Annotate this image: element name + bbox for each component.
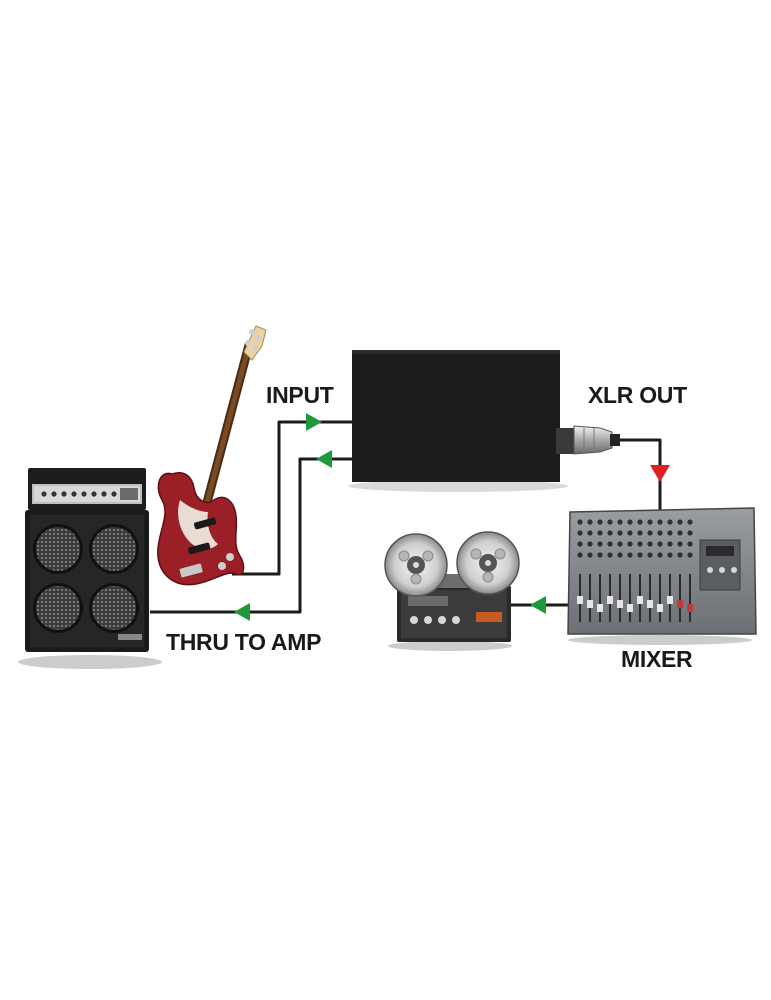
- reel-to-reel-recorder-icon: [384, 531, 520, 651]
- bass-amp-stack-icon: [18, 468, 162, 669]
- mixer-faders: [577, 574, 693, 622]
- mixer-to-recorder-arrow-icon: [530, 596, 546, 614]
- mixer-console-icon: [567, 507, 757, 645]
- bass-guitar-icon: [157, 325, 267, 586]
- thru-to-amp-label: THRU TO AMP: [166, 629, 322, 655]
- xlr-out-label: XLR OUT: [588, 382, 687, 408]
- cable-xlr-to-mixer: [618, 438, 662, 510]
- input-arrow-icon: [306, 413, 322, 431]
- xlr-connector-icon: [556, 425, 620, 455]
- thru-to-amp-arrow-icon: [234, 603, 250, 621]
- di-box-icon: [348, 350, 568, 492]
- thru-out-arrow-icon: [316, 450, 332, 468]
- input-label: INPUT: [266, 382, 334, 408]
- mixer-label: MIXER: [621, 646, 693, 672]
- mixer-knobs: [577, 519, 693, 558]
- cable-guitar-to-input: [232, 420, 352, 576]
- xlr-out-arrow-icon: [650, 465, 670, 482]
